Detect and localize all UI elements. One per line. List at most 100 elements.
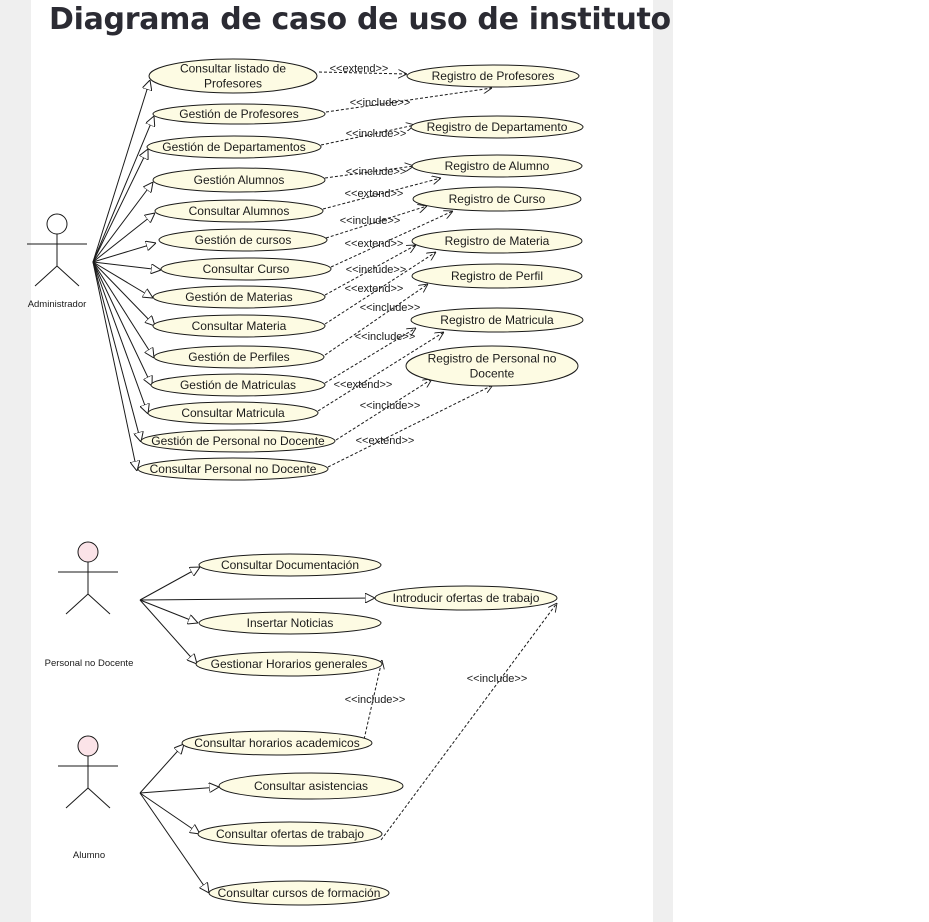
use-case-label: Consultar Personal no Docente: [150, 462, 317, 476]
use-case-ellipse[interactable]: [152, 103, 326, 125]
use-case-a3[interactable]: Consultar ofertas de trabajo: [197, 821, 383, 847]
use-case-ellipse[interactable]: [406, 64, 580, 88]
dependency-uc6-r4: [325, 206, 427, 239]
use-case-ellipse[interactable]: [140, 429, 336, 453]
actor-right-leg: [87, 787, 111, 809]
use-case-label: Consultar Documentación: [221, 558, 359, 572]
use-case-r7[interactable]: Registro de Matricula: [410, 307, 584, 333]
use-case-ellipse[interactable]: [150, 373, 326, 397]
use-case-uc12[interactable]: Consultar Matricula: [147, 401, 319, 425]
use-case-ellipse[interactable]: [154, 199, 324, 223]
use-case-ellipse[interactable]: [208, 880, 390, 906]
use-case-uc10[interactable]: Gestión de Perfiles: [153, 345, 325, 369]
use-case-ellipse[interactable]: [152, 167, 326, 193]
use-case-ellipse[interactable]: [218, 772, 404, 800]
use-case-ellipse[interactable]: [411, 263, 583, 289]
stereotype-label: <<extend>>: [345, 283, 404, 295]
use-case-ellipse[interactable]: [181, 730, 373, 756]
association-alumno-a2: [139, 787, 219, 794]
use-case-a2[interactable]: Consultar asistencias: [218, 772, 404, 800]
use-case-p2[interactable]: Introducir ofertas de trabajo: [374, 585, 558, 611]
dependency-uc8-r5: [324, 245, 416, 296]
actor-label: Personal no Docente: [45, 658, 134, 669]
use-case-a4[interactable]: Consultar cursos de formación: [208, 880, 390, 906]
stereotype-label: <<include>>: [350, 97, 411, 109]
use-case-ellipse[interactable]: [412, 186, 582, 212]
use-case-ellipse[interactable]: [153, 345, 325, 369]
association-admin-uc13: [92, 261, 141, 442]
use-case-r2[interactable]: Registro de Departamento: [410, 115, 584, 139]
use-case-ellipse[interactable]: [148, 58, 318, 94]
association-admin-uc1: [92, 80, 150, 263]
actor-alumno: Alumno: [58, 735, 118, 861]
use-case-uc9[interactable]: Consultar Materia: [152, 314, 326, 338]
dependency-uc7-r4: [330, 211, 453, 268]
association-pnd-p1: [139, 567, 200, 601]
use-case-ellipse[interactable]: [152, 285, 326, 309]
association-admin-uc10: [92, 261, 154, 358]
use-case-ellipse[interactable]: [411, 154, 583, 178]
left-gutter: [0, 0, 31, 922]
use-case-uc2[interactable]: Gestión de Profesores: [152, 103, 326, 125]
association-admin-uc12: [92, 261, 148, 414]
use-case-ellipse[interactable]: [405, 345, 579, 387]
stereotype-label: <<extend>>: [330, 63, 389, 75]
actor-head: [77, 735, 99, 757]
use-case-label: Registro de Alumno: [445, 159, 550, 173]
use-case-a1[interactable]: Consultar horarios academicos: [181, 730, 373, 756]
use-case-ellipse[interactable]: [410, 115, 584, 139]
use-case-uc4[interactable]: Gestión Alumnos: [152, 167, 326, 193]
use-case-ellipse[interactable]: [152, 314, 326, 338]
dependency-uc3-r2: [320, 125, 415, 146]
dependency-uc14-r8: [327, 385, 493, 468]
use-case-ellipse[interactable]: [195, 651, 383, 677]
use-case-uc3[interactable]: Gestión de Departamentos: [146, 135, 322, 159]
use-case-label: Registro de Matricula: [440, 313, 554, 327]
use-case-uc8[interactable]: Gestión de Materias: [152, 285, 326, 309]
use-case-uc11[interactable]: Gestión de Matriculas: [150, 373, 326, 397]
use-case-label: Gestión de Personal no Docente: [151, 434, 325, 448]
use-case-label: Gestión de Perfiles: [188, 350, 289, 364]
use-case-ellipse[interactable]: [411, 228, 583, 254]
use-case-ellipse[interactable]: [147, 401, 319, 425]
use-case-r5[interactable]: Registro de Materia: [411, 228, 583, 254]
use-case-uc6[interactable]: Gestión de cursos: [158, 228, 328, 252]
use-case-uc14[interactable]: Consultar Personal no Docente: [137, 457, 329, 481]
association-admin-uc8: [92, 261, 153, 298]
use-case-uc13[interactable]: Gestión de Personal no Docente: [140, 429, 336, 453]
use-case-label: Registro de Personal no: [428, 352, 557, 366]
dependency-uc13-r8: [335, 379, 432, 441]
use-case-ellipse[interactable]: [197, 821, 383, 847]
association-lines: [92, 80, 375, 893]
dependency-lines: [317, 72, 557, 841]
use-case-ellipse[interactable]: [198, 611, 382, 635]
use-case-r4[interactable]: Registro de Curso: [412, 186, 582, 212]
use-case-r3[interactable]: Registro de Alumno: [411, 154, 583, 178]
use-case-r1[interactable]: Registro de Profesores: [406, 64, 580, 88]
use-case-ellipse[interactable]: [160, 257, 332, 281]
actor-right-leg: [56, 265, 80, 287]
use-case-ellipse[interactable]: [410, 307, 584, 333]
use-case-uc7[interactable]: Consultar Curso: [160, 257, 332, 281]
use-case-r6[interactable]: Registro de Perfil: [411, 263, 583, 289]
use-case-ellipse[interactable]: [374, 585, 558, 611]
use-case-label: Gestión Alumnos: [194, 173, 285, 187]
use-case-ellipse[interactable]: [158, 228, 328, 252]
use-case-ellipse[interactable]: [198, 553, 382, 577]
stereotype-label: <<include>>: [360, 302, 421, 314]
association-pnd-p3: [139, 599, 198, 623]
dependency-a3-p2: [380, 603, 557, 841]
use-case-p4[interactable]: Gestionar Horarios generales: [195, 651, 383, 677]
use-case-ellipse[interactable]: [137, 457, 329, 481]
use-case-p3[interactable]: Insertar Noticias: [198, 611, 382, 635]
use-case-uc5[interactable]: Consultar Alumnos: [154, 199, 324, 223]
dependency-uc10-r6: [324, 284, 428, 356]
association-admin-uc7: [92, 261, 161, 270]
use-case-ellipse[interactable]: [146, 135, 322, 159]
use-case-label: Gestión de cursos: [195, 233, 292, 247]
use-case-p1[interactable]: Consultar Documentación: [198, 553, 382, 577]
association-admin-uc9: [92, 261, 155, 326]
actor-right-leg: [87, 593, 111, 615]
